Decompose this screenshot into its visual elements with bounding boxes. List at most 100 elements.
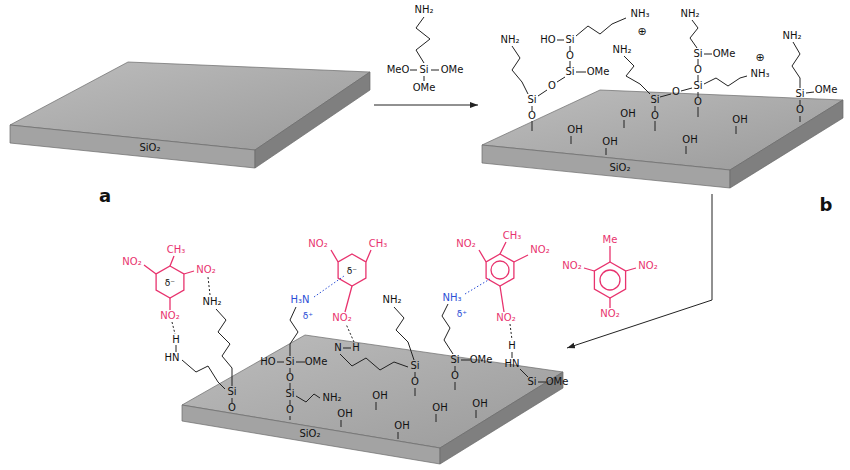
atom-label: NH₂ bbox=[782, 31, 801, 41]
atom-label: NH₃ bbox=[750, 69, 769, 79]
partial-charge: δ⁺ bbox=[457, 310, 467, 319]
atom-label: NH₂ bbox=[202, 297, 221, 307]
charge-sign: ⊕ bbox=[755, 52, 764, 63]
atom-label: Si bbox=[285, 357, 294, 367]
reaction-arrow bbox=[374, 105, 478, 106]
substrate-slab: SiO₂ bbox=[8, 60, 372, 170]
atom-label: Si bbox=[527, 95, 536, 105]
tnt-group-label: Me bbox=[603, 235, 618, 245]
atom-label: NH₃ bbox=[630, 9, 649, 19]
tnt-group-label: NO₂ bbox=[160, 311, 179, 321]
slab-front-face bbox=[482, 145, 730, 188]
grafted-silane-bonds bbox=[442, 304, 546, 390]
atom-label: Si bbox=[419, 65, 428, 75]
silane-bonds bbox=[571, 120, 736, 155]
atom-label: O bbox=[694, 97, 702, 107]
tnt-structure bbox=[600, 270, 620, 290]
tnt-group-label: NO₂ bbox=[638, 261, 657, 271]
atom-label: O bbox=[694, 65, 702, 75]
reaction-arrow bbox=[567, 194, 712, 348]
atom-label: OH bbox=[372, 391, 387, 401]
atom-label: OH bbox=[432, 403, 447, 413]
pi-interaction bbox=[314, 276, 490, 297]
slab-top-face bbox=[10, 62, 370, 150]
atom-label: OH bbox=[394, 421, 409, 431]
atom-label: Si bbox=[527, 377, 536, 387]
atom-label: HN bbox=[505, 359, 520, 369]
atom-label: HO bbox=[260, 357, 275, 367]
atom-label: HN bbox=[165, 353, 180, 363]
atom-label: Si bbox=[565, 67, 574, 77]
tnt-group-label: NO₂ bbox=[308, 239, 327, 249]
tnt-group-label: NO₂ bbox=[456, 239, 475, 249]
tnt-structure bbox=[144, 242, 636, 312]
atom-label: H bbox=[172, 335, 180, 345]
material-label: SiO₂ bbox=[139, 143, 160, 153]
atom-label: OMe bbox=[546, 377, 569, 387]
tnt-group-label: NO₂ bbox=[496, 313, 515, 323]
material-label: SiO₂ bbox=[609, 163, 630, 173]
atom-label: Si bbox=[285, 389, 294, 399]
slab-side-face bbox=[730, 100, 843, 188]
atom-label: OH bbox=[602, 137, 617, 147]
atom-label: OH bbox=[620, 109, 635, 119]
tnt-structure bbox=[584, 246, 636, 308]
grafted-silane-bonds bbox=[341, 402, 476, 439]
tnt-structure bbox=[156, 266, 184, 298]
silane-bonds bbox=[512, 18, 626, 131]
atom-label: NH₂ bbox=[500, 35, 519, 45]
atom-label: O bbox=[672, 87, 680, 97]
slab-front-face bbox=[10, 125, 255, 168]
silane-bonds bbox=[624, 20, 747, 131]
atom-label: OMe bbox=[470, 355, 493, 365]
pi-interaction bbox=[314, 276, 490, 297]
tnt-structure bbox=[144, 256, 194, 310]
slab-shape bbox=[8, 60, 372, 170]
aptes-bonds bbox=[410, 17, 439, 81]
hydrogen-bond bbox=[172, 277, 512, 342]
atom-label: NH₂ bbox=[322, 393, 341, 403]
atom-label: OH bbox=[472, 399, 487, 409]
partial-charge: δ⁻ bbox=[165, 279, 175, 288]
charge-sign: ⊕ bbox=[637, 26, 646, 37]
tnt-group-label: NO₂ bbox=[332, 313, 351, 323]
atom-label: O bbox=[796, 105, 804, 115]
panel-letter: a bbox=[99, 187, 111, 205]
atom-label: Si bbox=[565, 35, 574, 45]
atom-label: Si bbox=[450, 355, 459, 365]
atom-label: O bbox=[528, 111, 536, 121]
atom-label: H bbox=[352, 343, 360, 353]
atom-label: O bbox=[411, 377, 419, 387]
atom-label: OMe bbox=[305, 357, 328, 367]
atom-label: OMe bbox=[441, 65, 464, 75]
atom-label: OH bbox=[732, 115, 747, 125]
tnt-group-label: NO₂ bbox=[600, 309, 619, 319]
atom-label: NH₂ bbox=[612, 45, 631, 55]
atom-label: O bbox=[286, 405, 294, 415]
tnt-structure bbox=[491, 261, 509, 279]
panel-letter: b bbox=[820, 196, 833, 214]
atom-label: O bbox=[451, 371, 459, 381]
tnt-group-label: NO₂ bbox=[122, 257, 141, 267]
tnt-group-label: NO₂ bbox=[196, 265, 215, 275]
atom-label: OH bbox=[567, 125, 582, 135]
atom-label: O bbox=[651, 111, 659, 121]
atom-label: OH bbox=[682, 135, 697, 145]
tnt-group-label: NO₂ bbox=[562, 261, 581, 271]
slab-side-face bbox=[440, 372, 563, 464]
atom-label: Si bbox=[410, 361, 419, 371]
atom-label: OMe bbox=[815, 85, 838, 95]
atom-label: Si bbox=[693, 49, 702, 59]
aptes-bonds bbox=[410, 17, 439, 81]
tnt-group-label: CH₃ bbox=[503, 231, 522, 241]
atom-label: Si bbox=[693, 81, 702, 91]
hydrogen-bond bbox=[172, 277, 512, 342]
atom-label: Si bbox=[650, 95, 659, 105]
silane-bonds bbox=[792, 42, 814, 122]
tnt-structure bbox=[479, 242, 528, 312]
slab-side-face bbox=[255, 72, 370, 168]
atom-label: OMe bbox=[713, 49, 736, 59]
slab-top-face bbox=[182, 335, 563, 448]
partial-charge: δ⁻ bbox=[347, 267, 357, 276]
atom-label: NH₂ bbox=[382, 295, 401, 305]
